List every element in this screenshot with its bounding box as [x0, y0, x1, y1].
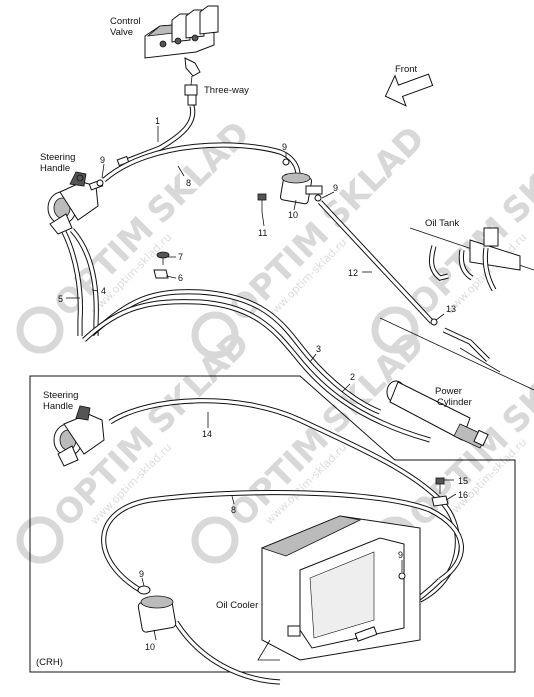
- hose-3-upper: [90, 289, 381, 415]
- clip-9-icon: [282, 158, 290, 166]
- watermark-ring-icon: [16, 516, 64, 564]
- hose-8-bottom: [101, 489, 464, 593]
- part-number-12: 12: [348, 268, 358, 278]
- part-number-9: 9: [139, 569, 144, 579]
- control-valve-label: Valve: [110, 27, 133, 38]
- watermark-text: SKLAD: [495, 114, 534, 232]
- three-way-label: Three-way: [204, 85, 249, 96]
- part-number-10-bottom: 10: [145, 642, 155, 652]
- watermark-ring-icon: [191, 311, 239, 359]
- bolt-15-icon: [435, 477, 445, 494]
- oil-tank: [379, 227, 534, 391]
- oil-filter-top: [279, 172, 323, 205]
- part-number-3: 3: [316, 344, 321, 354]
- steering-handle-unit-bottom: [53, 405, 105, 467]
- part-number-leaders: [66, 126, 457, 641]
- hose-4: [70, 228, 99, 336]
- steering-handle-bottom-label: Steering: [43, 390, 78, 401]
- part-number-16: 16: [458, 490, 468, 500]
- control-valve: [144, 5, 219, 77]
- part-number-11: 11: [258, 228, 267, 238]
- bolt-11-icon: [257, 193, 267, 212]
- clamp-6-icon: [153, 269, 169, 279]
- watermark-text: SKLAD: [140, 114, 258, 232]
- part-number-8-top: 8: [186, 178, 191, 188]
- power-cylinder: [386, 380, 489, 449]
- part-number-15: 15: [458, 476, 468, 486]
- clip-9-icon: [314, 194, 322, 202]
- oil-tank-label: Oil Tank: [425, 218, 459, 229]
- clip-13-icon: [430, 318, 438, 326]
- part-number-9: 9: [282, 142, 287, 152]
- hose-1: [116, 105, 196, 167]
- crh-label: (CRH): [36, 657, 63, 668]
- power-cylinder-label: Power: [435, 386, 462, 397]
- watermark-text: SKLAD: [495, 324, 534, 442]
- part-number-13: 13: [446, 304, 456, 314]
- oil-cooler-label: Oil Cooler: [216, 600, 258, 611]
- part-number-10-top: 10: [288, 210, 298, 220]
- crh-inset-frame: [29, 375, 516, 673]
- part-number-5: 5: [58, 294, 63, 304]
- part-number-14: 14: [202, 429, 212, 439]
- power-cylinder-label: Cylinder: [437, 397, 472, 408]
- part-number-7: 7: [178, 252, 183, 262]
- watermark-ring-icon: [371, 306, 419, 354]
- steering-handle-top-label: Steering: [40, 152, 75, 163]
- hose-8-top: [102, 142, 301, 186]
- part-number-6: 6: [178, 273, 183, 283]
- watermark-layer: OPTIM SKLAD OPTIM SKLAD OPTIM SKLAD OPTI…: [16, 114, 534, 564]
- part-number-1: 1: [155, 116, 160, 126]
- control-valve-label: Control: [110, 16, 141, 27]
- oil-filter-bottom: [137, 585, 177, 633]
- part-number-9: 9: [100, 155, 105, 165]
- part-number-4: 4: [101, 286, 106, 296]
- watermark-ring-icon: [16, 306, 64, 354]
- hose-14: [108, 398, 460, 603]
- steering-handle-unit-top: [47, 171, 104, 235]
- part-number-9: 9: [398, 550, 403, 560]
- watermark-ring-icon: [191, 516, 239, 564]
- steering-handle-bottom-label: Handle: [43, 401, 73, 412]
- part-number-2: 2: [350, 372, 355, 382]
- steering-handle-top-label: Handle: [40, 163, 70, 174]
- part-number-8-bottom: 8: [231, 505, 236, 515]
- bolt-7-icon: [156, 251, 170, 265]
- hose-5: [61, 230, 83, 336]
- front-label: Front: [395, 64, 418, 75]
- clip-9-icon: [96, 179, 104, 187]
- front-arrow-icon: [384, 73, 434, 107]
- pipe-12: [318, 200, 434, 324]
- clamp-16-icon: [431, 495, 449, 507]
- hose-3-lower: [82, 299, 431, 443]
- oil-cooler: [257, 515, 421, 661]
- part-number-9: 9: [333, 183, 338, 193]
- three-way-fitting: [184, 75, 198, 106]
